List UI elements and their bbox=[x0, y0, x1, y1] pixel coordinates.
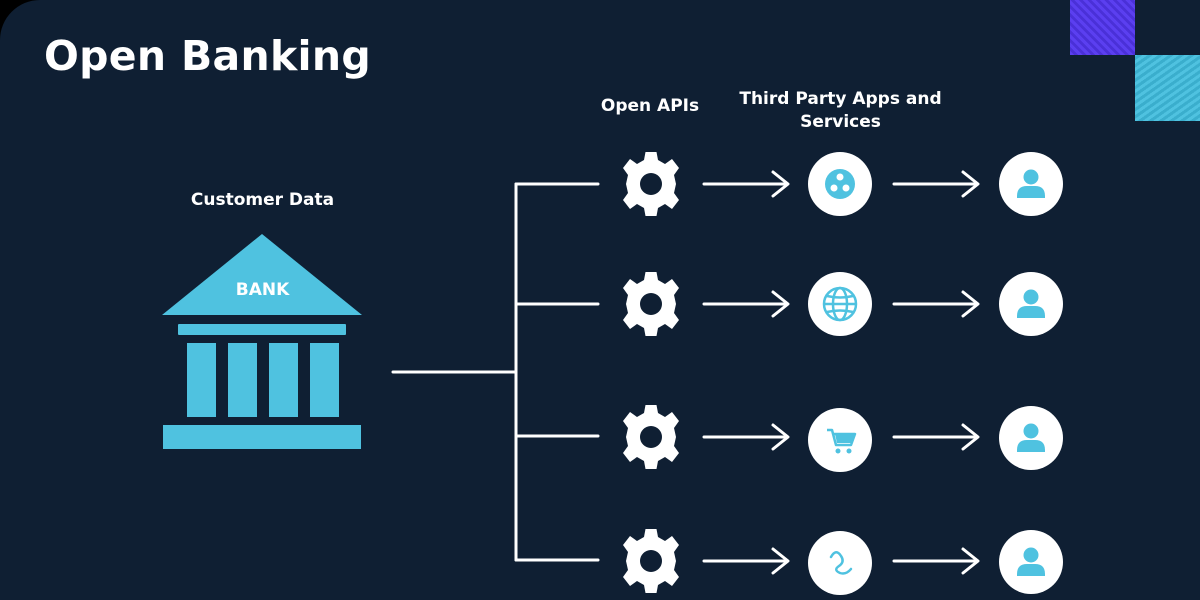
squiggle-icon bbox=[808, 531, 872, 595]
gear-icon bbox=[623, 529, 679, 593]
gear-icon bbox=[623, 272, 679, 336]
bank-column bbox=[228, 343, 257, 417]
bank-column bbox=[269, 343, 298, 417]
flow-row bbox=[623, 272, 1063, 336]
bank-beam bbox=[178, 324, 346, 335]
arrow-icon bbox=[892, 547, 980, 575]
arrow-icon bbox=[892, 290, 980, 318]
cart-icon bbox=[808, 408, 872, 472]
arrow-icon bbox=[702, 290, 790, 318]
flow-row bbox=[623, 529, 1063, 595]
user-icon bbox=[999, 530, 1063, 594]
customer-data-label: Customer Data bbox=[190, 190, 335, 210]
decorative-cyan-square bbox=[1135, 55, 1200, 121]
page-title: Open Banking bbox=[44, 32, 372, 80]
decorative-purple-square bbox=[1070, 0, 1135, 55]
flow-row bbox=[623, 152, 1063, 216]
connector-lines bbox=[391, 182, 600, 562]
bank-column bbox=[187, 343, 216, 417]
user-icon bbox=[999, 406, 1063, 470]
user-icon bbox=[999, 152, 1063, 216]
bank-column bbox=[310, 343, 339, 417]
bank-icon bbox=[162, 234, 362, 449]
bank-label: BANK bbox=[235, 280, 290, 300]
gear-icon bbox=[623, 152, 679, 216]
arrow-icon bbox=[892, 170, 980, 198]
globe-icon bbox=[808, 272, 872, 336]
third-party-label: Third Party Apps and Services bbox=[739, 89, 942, 132]
arrow-icon bbox=[892, 423, 980, 451]
flow-row bbox=[623, 405, 1063, 472]
arrow-icon bbox=[702, 423, 790, 451]
bank-roof bbox=[162, 234, 362, 315]
gear-icon bbox=[623, 405, 679, 469]
open-apis-label: Open APIs bbox=[600, 96, 700, 116]
bank-base bbox=[163, 425, 361, 449]
dots-circle-icon bbox=[808, 152, 872, 216]
arrow-icon bbox=[702, 547, 790, 575]
user-icon bbox=[999, 272, 1063, 336]
arrow-icon bbox=[702, 170, 790, 198]
